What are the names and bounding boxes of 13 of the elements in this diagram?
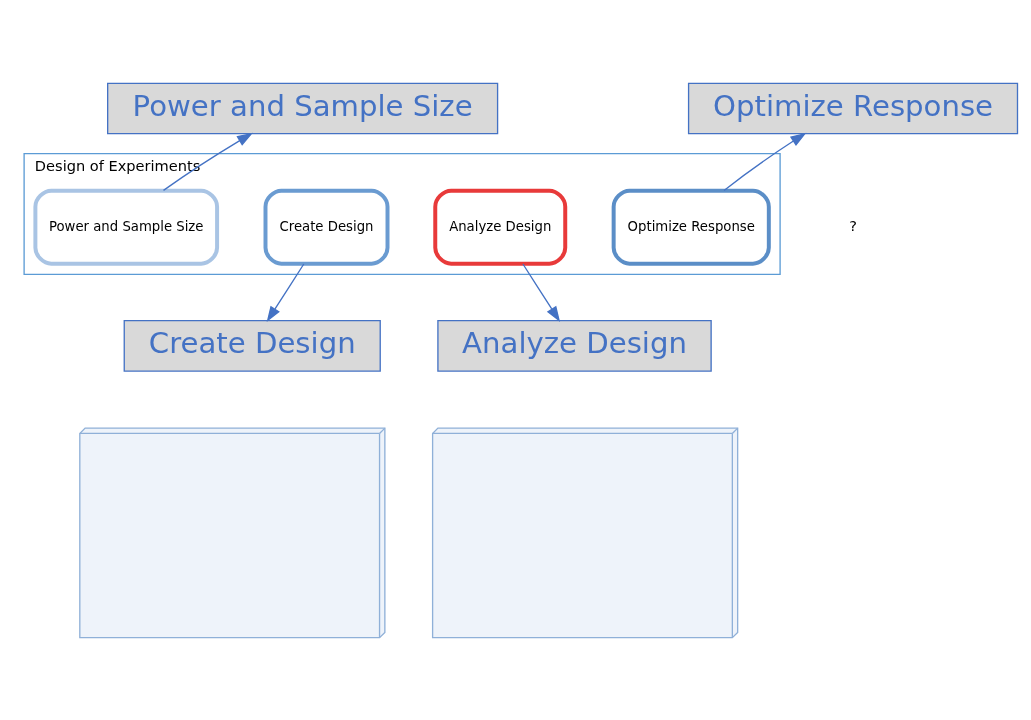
node-box: Optimize Response	[611, 188, 771, 266]
arrow	[723, 132, 807, 191]
arrow	[162, 132, 253, 191]
label: ?	[849, 216, 857, 234]
node-box: Optimize Response	[687, 82, 1019, 134]
node-box: Power and Sample Size	[33, 188, 220, 266]
node-box: Analyze Design	[433, 188, 568, 266]
node-box: Create Design	[123, 319, 381, 372]
node-box: Power and Sample Size	[107, 82, 499, 134]
arrow	[266, 262, 305, 322]
node-box: Create Design	[263, 188, 390, 266]
node-box: Analyze Design	[437, 319, 712, 372]
arrow	[522, 262, 561, 322]
